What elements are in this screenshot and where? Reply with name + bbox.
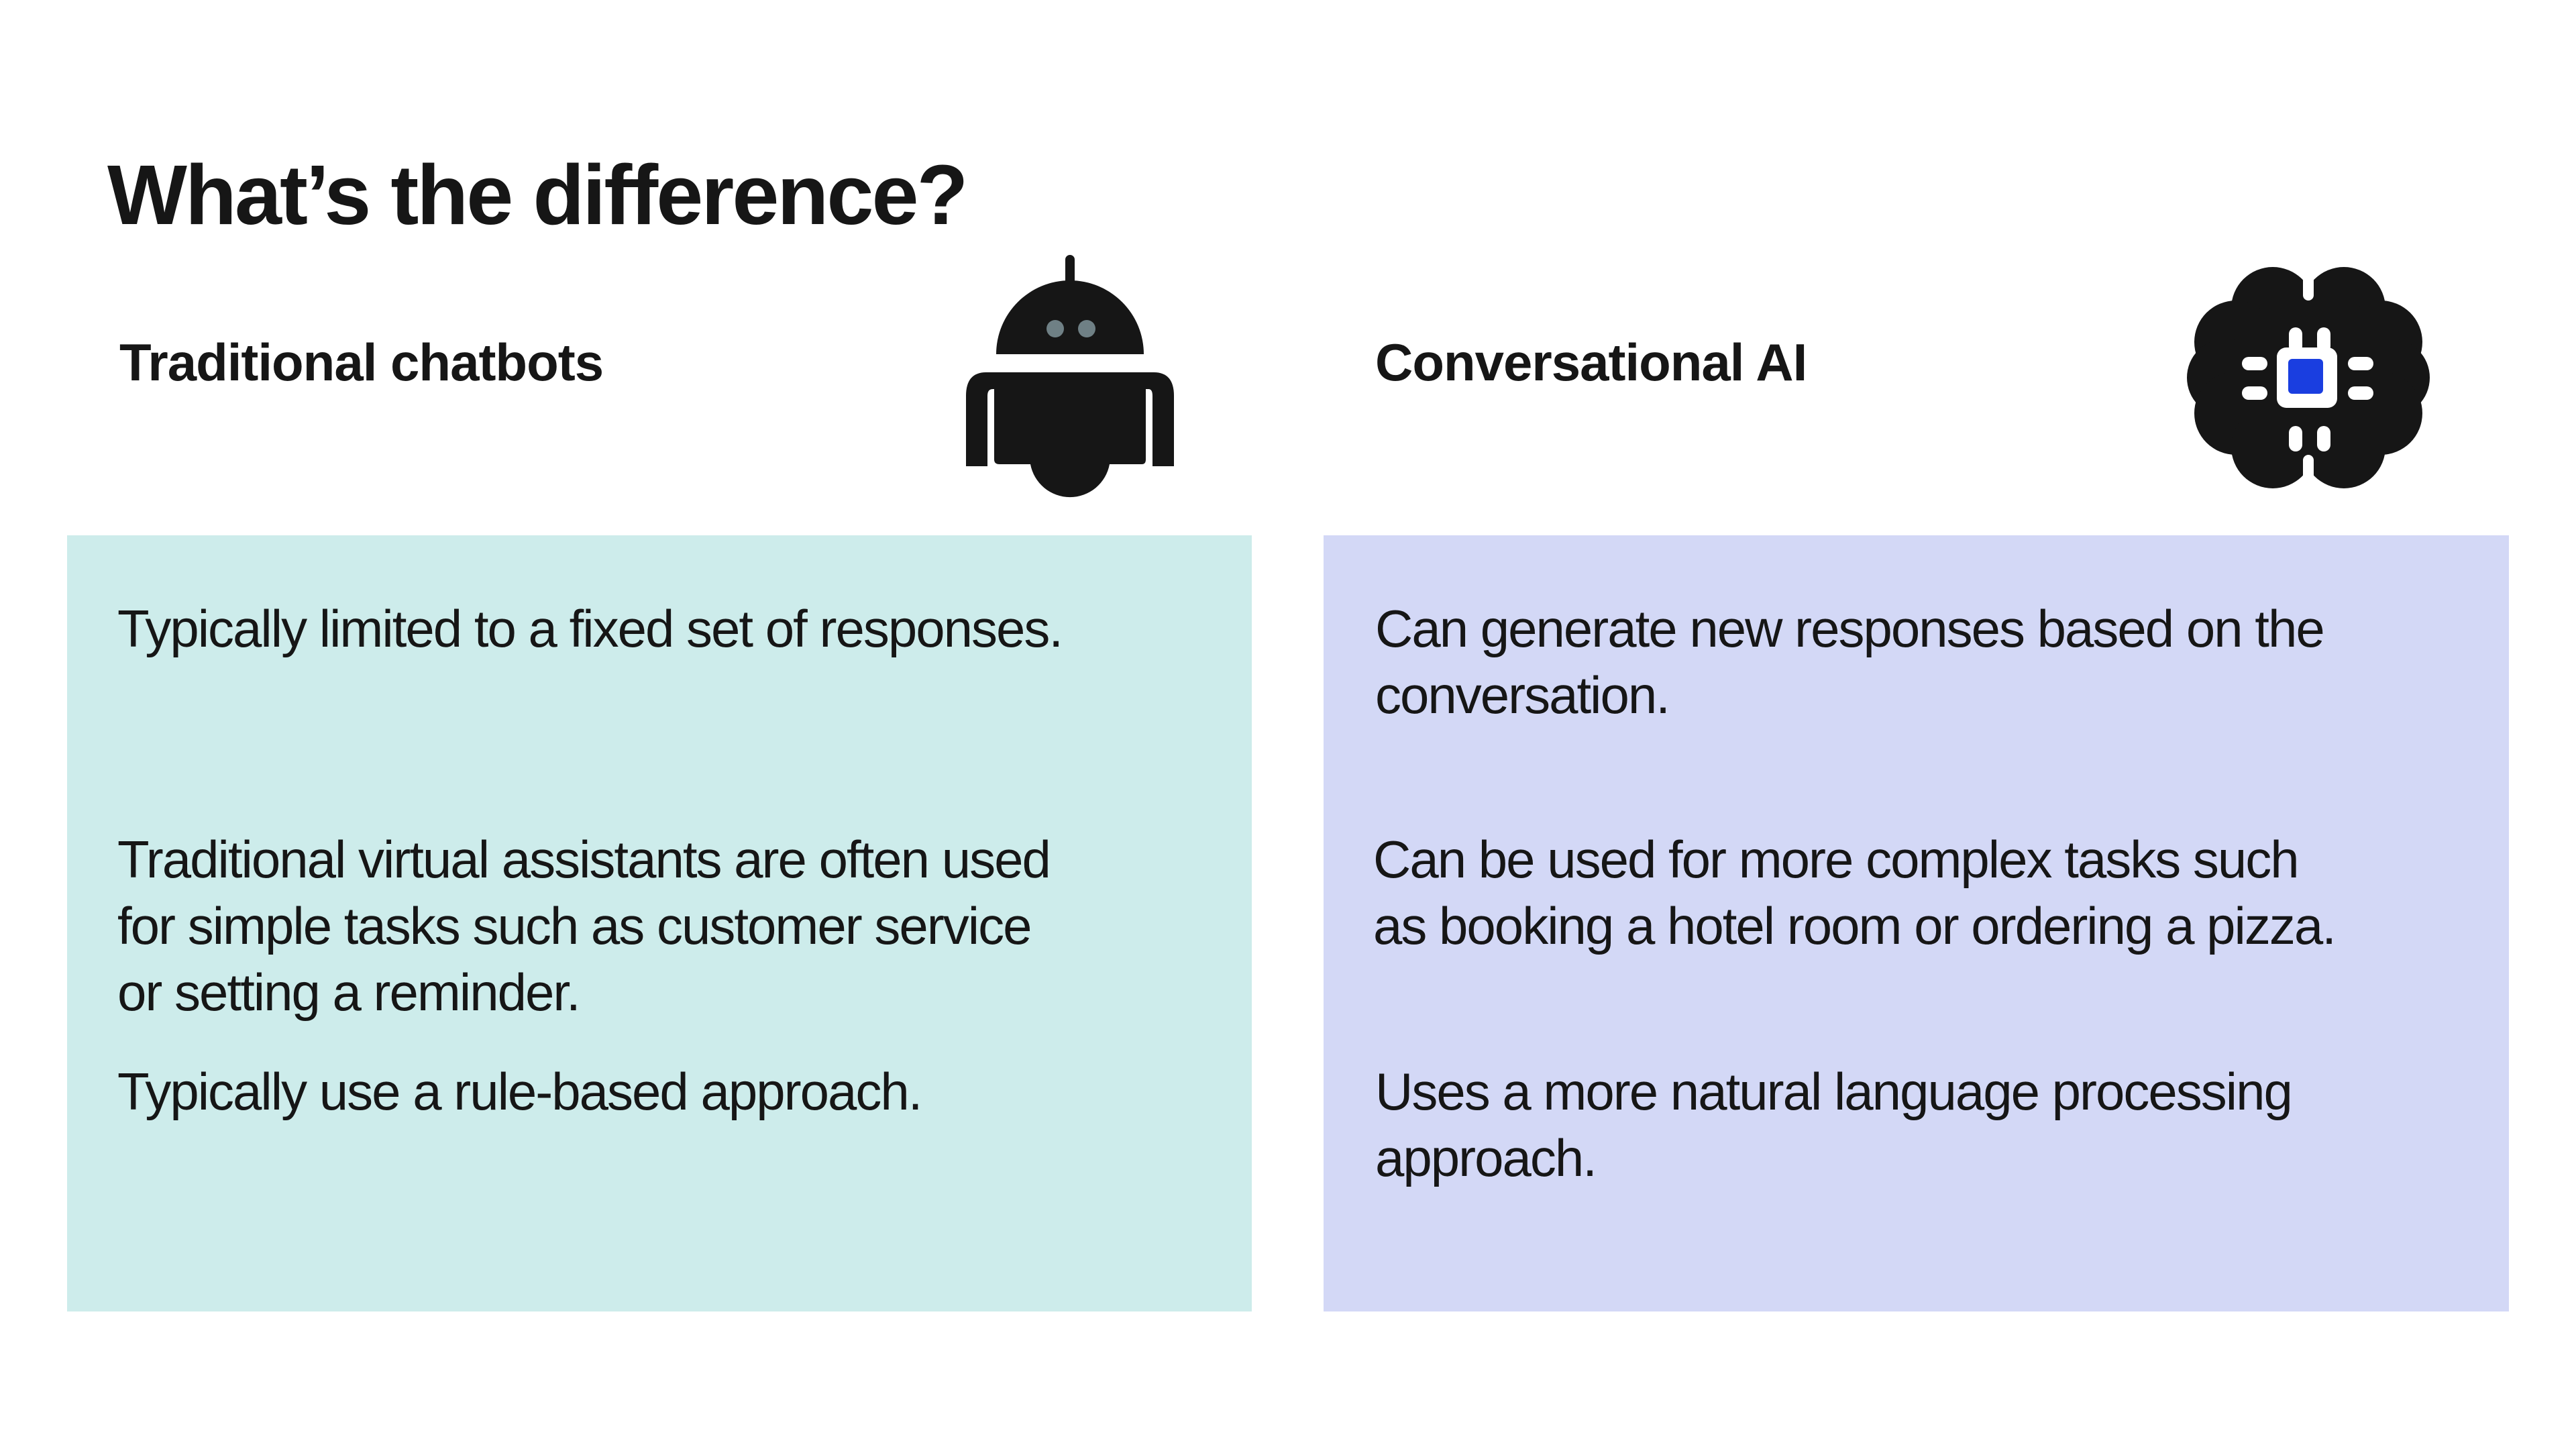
conversational-point-3: Uses a more natural language processing … [1375,1062,2293,1187]
column-heading-conversational-ai: Conversational AI [1375,333,1807,392]
conversational-point-1: Can generate new responses based on the … [1375,599,2325,724]
traditional-point-3: Typically use a rule-based approach. [117,1062,922,1121]
traditional-point-1: Typically limited to a fixed set of resp… [117,599,1063,658]
column-heading-traditional-chatbots: Traditional chatbots [119,333,604,392]
traditional-point-2: Traditional virtual assistants are often… [117,830,1051,1022]
robot-icon [966,255,1174,498]
page-title: What’s the difference? [107,148,969,243]
brain-chip-icon [2187,267,2430,488]
conversational-point-2: Can be used for more complex tasks such … [1373,830,2337,955]
traditional-chatbots-panel [67,535,1252,1311]
conversational-ai-panel [1324,535,2509,1311]
